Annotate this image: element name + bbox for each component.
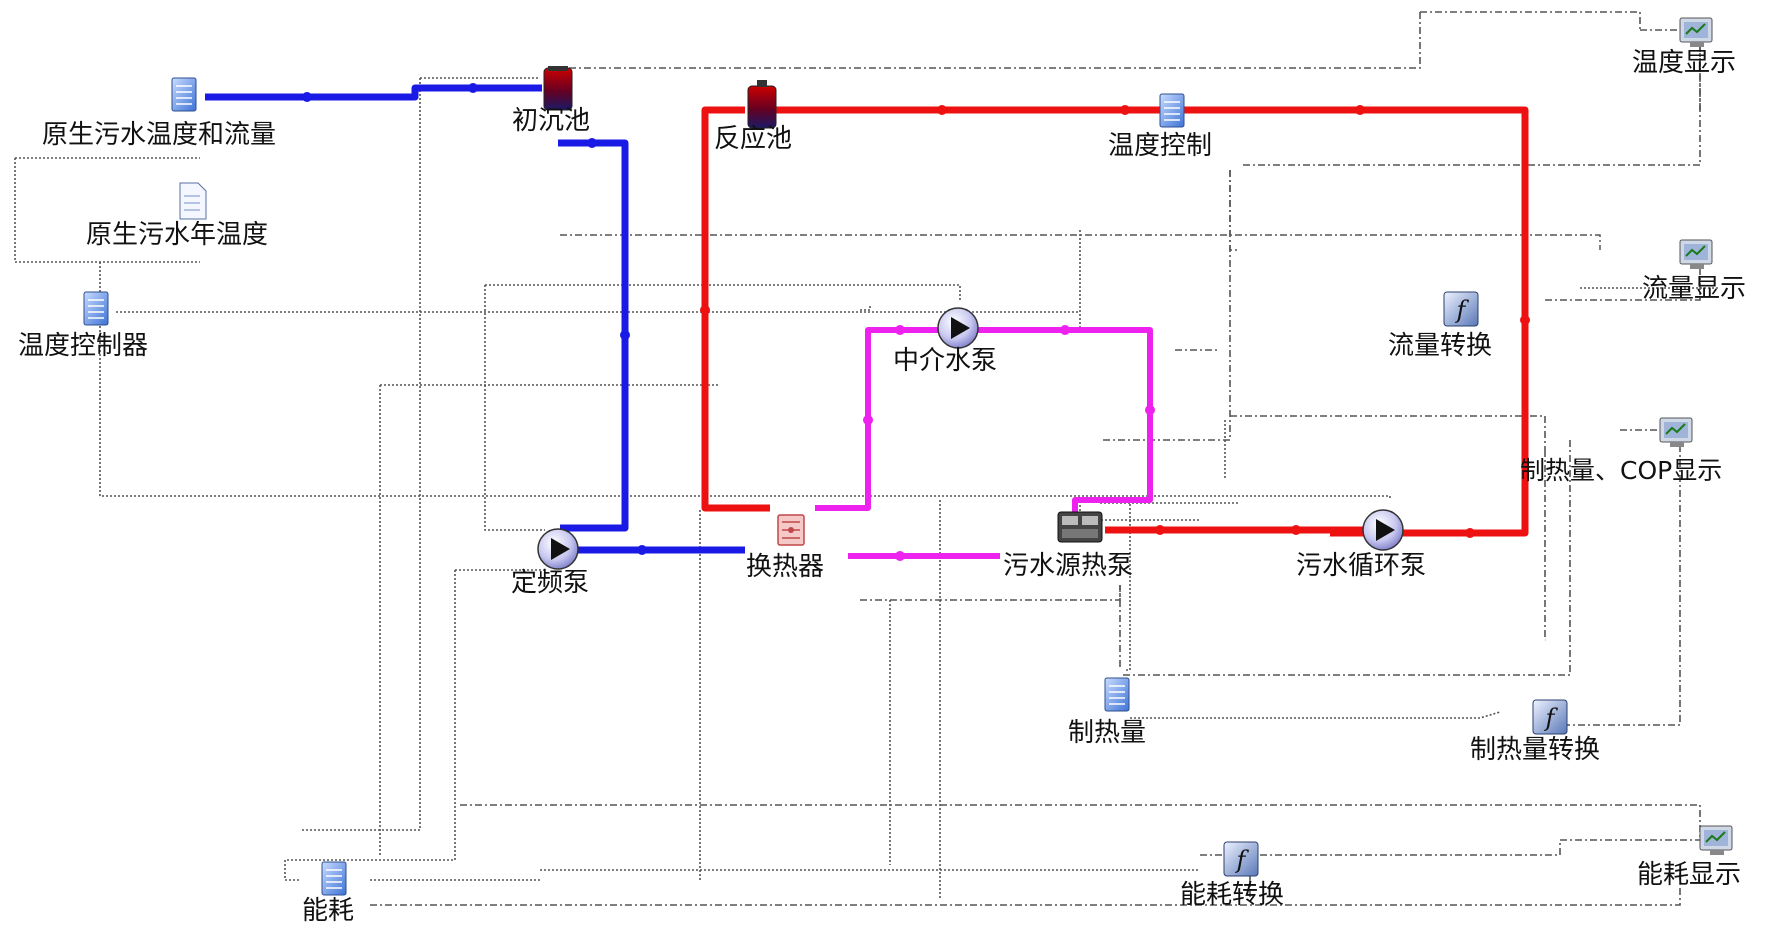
label-heat-cop-display: 制热量、COP显示 xyxy=(1520,456,1723,485)
pump-icon[interactable] xyxy=(537,528,579,570)
pipe-nodes xyxy=(302,83,1530,561)
heat-exchanger-icon[interactable] xyxy=(777,514,805,546)
function-icon[interactable]: f xyxy=(1532,699,1568,735)
label-reaction-tank: 反应池 xyxy=(714,124,793,154)
label-primary-settling-tank: 初沉池 xyxy=(512,106,591,136)
label-heat-exchanger: 换热器 xyxy=(746,552,825,582)
label-temp-control: 温度控制 xyxy=(1108,131,1213,161)
function-icon[interactable]: f xyxy=(1443,291,1479,327)
data-file-icon[interactable] xyxy=(1159,93,1185,128)
monitor-icon[interactable] xyxy=(1699,825,1733,855)
document-icon[interactable] xyxy=(179,182,207,220)
function-icon[interactable]: f xyxy=(1223,841,1259,877)
hot-pipes xyxy=(701,106,1529,537)
label-temp-controller: 温度控制器 xyxy=(18,331,149,361)
data-file-icon[interactable] xyxy=(171,77,197,112)
cold-pipes xyxy=(205,84,745,554)
label-temp-display: 温度显示 xyxy=(1632,48,1737,78)
label-heating-capacity-conversion: 制热量转换 xyxy=(1470,735,1601,765)
label-sewage-heat-pump: 污水源热泵 xyxy=(1003,551,1134,581)
label-heating-capacity: 制热量 xyxy=(1068,718,1147,748)
data-file-icon[interactable] xyxy=(321,861,347,896)
label-raw-sewage-annual-temp: 原生污水年温度 xyxy=(86,220,269,250)
data-file-icon[interactable] xyxy=(1104,677,1130,712)
label-constant-freq-pump: 定频泵 xyxy=(511,568,590,598)
label-sewage-circ-pump: 污水循环泵 xyxy=(1296,551,1427,581)
label-intermediate-pump: 中介水泵 xyxy=(893,346,998,376)
heat-pump-icon[interactable] xyxy=(1057,511,1103,543)
signal-lines-extra xyxy=(560,170,1601,351)
label-energy-display: 能耗显示 xyxy=(1637,860,1742,890)
data-file-icon[interactable] xyxy=(83,291,109,326)
monitor-icon[interactable] xyxy=(1679,239,1713,269)
monitor-icon[interactable] xyxy=(1679,17,1713,47)
label-energy-conversion: 能耗转换 xyxy=(1180,880,1285,910)
pump-icon[interactable] xyxy=(1362,509,1404,551)
pump-icon[interactable] xyxy=(937,307,979,349)
tank-icon[interactable] xyxy=(543,66,573,111)
label-flow-display: 流量显示 xyxy=(1642,274,1747,304)
label-flow-conversion: 流量转换 xyxy=(1388,331,1493,361)
monitor-icon[interactable] xyxy=(1659,417,1693,447)
label-raw-sewage-temp-flow: 原生污水温度和流量 xyxy=(42,120,277,150)
tank-icon[interactable] xyxy=(747,80,777,129)
label-energy-consumption: 能耗 xyxy=(302,896,355,926)
